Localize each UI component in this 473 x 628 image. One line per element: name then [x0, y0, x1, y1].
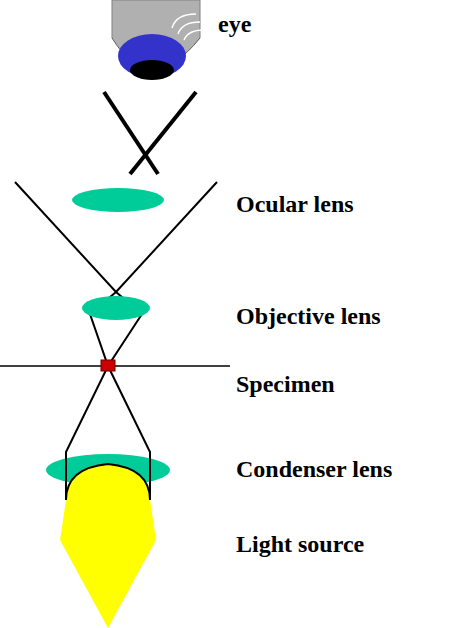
- ocular-lens: [72, 188, 164, 212]
- part-label: Objective lens: [236, 302, 381, 330]
- part-label: Specimen: [236, 370, 335, 398]
- specimen-slide: [101, 360, 115, 371]
- part-label: Condenser lens: [236, 455, 392, 483]
- objective-lens: [82, 296, 150, 320]
- eye-label: eye: [218, 10, 251, 38]
- light-source-bulb: [60, 452, 156, 628]
- part-label: Ocular lens: [236, 190, 354, 218]
- eye-icon: [112, 0, 204, 80]
- part-label: Light source: [236, 530, 364, 558]
